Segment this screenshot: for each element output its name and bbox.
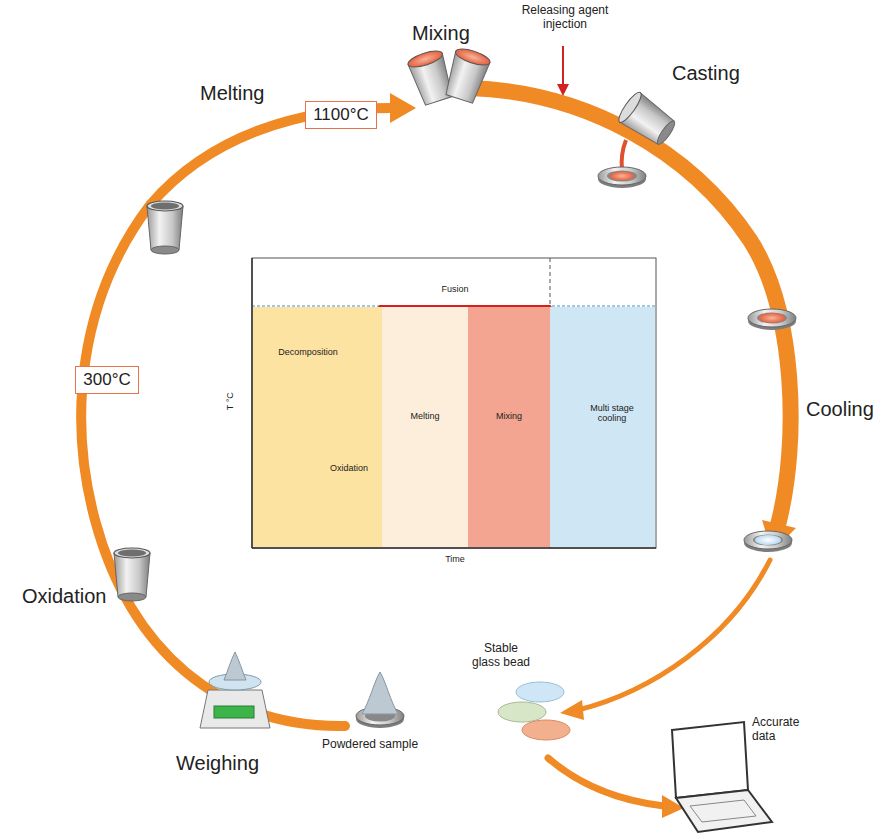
step-label: Melting: [200, 82, 290, 105]
item-label: Stable glass bead: [470, 642, 532, 670]
mixing-crucibles: [406, 46, 492, 107]
crucible: [114, 548, 150, 601]
band-label: Multi stage cooling: [582, 403, 642, 424]
injection-arrow: [557, 46, 569, 96]
glass-beads: [498, 682, 570, 740]
item-label: Accurate data: [752, 716, 812, 744]
crucible: [147, 201, 183, 254]
band-label: Melting: [390, 411, 460, 421]
step-label: Mixing: [412, 22, 492, 45]
note-label: Releasing agent injection: [520, 4, 610, 32]
axis-label: Time: [430, 554, 480, 564]
powdered-sample: [356, 672, 404, 728]
chart-band: Mixing: [468, 307, 550, 547]
band-label: Decomposition: [263, 347, 353, 357]
temperature-box: 300°C: [75, 366, 139, 394]
temperature-chart: [252, 258, 656, 548]
step-label: Cooling: [806, 398, 886, 421]
band-label: Mixing: [476, 411, 542, 421]
band-label: Oxidation: [319, 463, 379, 473]
balance: [200, 652, 270, 728]
casting-crucible: [598, 90, 680, 188]
temperature-value: 1100°C: [312, 105, 370, 125]
temperature-value: 300°C: [82, 370, 132, 390]
temperature-box: 1100°C: [305, 101, 377, 129]
chart-label: Fusion: [430, 284, 480, 294]
step-label: Weighing: [176, 752, 276, 775]
cycle-arrow: [81, 88, 796, 818]
cooling-dish: [744, 531, 792, 552]
axis-label: T °C: [225, 381, 235, 421]
step-label: Oxidation: [22, 585, 122, 608]
chart-band: Melting: [382, 307, 468, 547]
step-label: Casting: [672, 62, 762, 85]
cooling-dish: [748, 309, 796, 330]
chart-band: Multi stage cooling: [550, 307, 655, 547]
item-label: Powdered sample: [322, 738, 442, 752]
chart-band: DecompositionOxidation: [253, 307, 382, 547]
